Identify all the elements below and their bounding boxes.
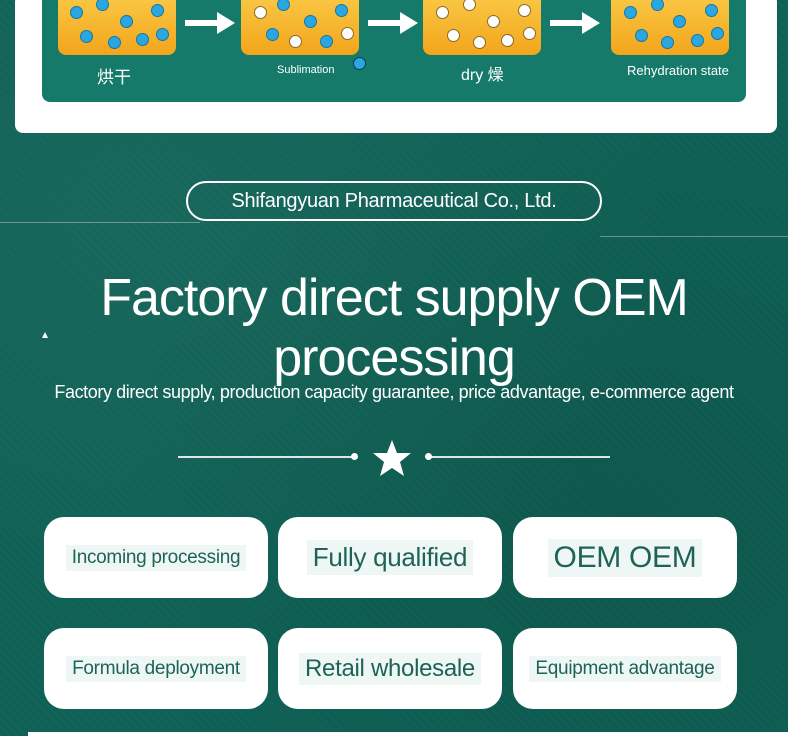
arrow-right-icon <box>185 12 235 34</box>
jar-icon <box>58 0 176 55</box>
page-title: Factory direct supply OEM processing <box>100 269 689 387</box>
process-stage-dry <box>423 0 541 55</box>
decorative-line <box>600 236 788 237</box>
feature-fully-qualified[interactable]: Fully qualified <box>278 517 502 598</box>
arrow-right-icon <box>368 12 418 34</box>
feature-equipment-advantage[interactable]: Equipment advantage <box>513 628 737 709</box>
process-stage-rehydration <box>611 0 729 55</box>
feature-label: Equipment advantage <box>529 655 721 682</box>
divider-dot <box>351 453 358 460</box>
feature-oem[interactable]: OEM OEM <box>513 517 737 598</box>
feature-incoming-processing[interactable]: Incoming processing <box>44 517 268 598</box>
decorative-mark <box>42 332 48 338</box>
divider-line-right <box>430 456 610 458</box>
feature-label: Incoming processing <box>65 544 247 571</box>
page-subtitle: Factory direct supply, production capaci… <box>54 382 734 402</box>
decorative-line <box>0 222 200 223</box>
arrow-right-icon <box>550 12 600 34</box>
bottom-edge <box>28 732 788 736</box>
star-icon <box>373 440 411 476</box>
jar-icon <box>241 0 359 55</box>
feature-retail-wholesale[interactable]: Retail wholesale <box>278 628 502 709</box>
stage-label-dry: dry 燥 <box>461 67 504 84</box>
feature-label: Fully qualified <box>306 540 474 575</box>
jar-icon <box>611 0 729 55</box>
feature-label: Formula deployment <box>66 655 246 682</box>
feature-label: OEM OEM <box>547 538 703 577</box>
stage-label-drying: 烘干 <box>97 68 131 87</box>
process-stage-sublimation <box>241 0 359 55</box>
process-stage-drying <box>58 0 176 55</box>
divider-line-left <box>178 456 354 458</box>
divider-dot <box>425 453 432 460</box>
stage-label-sublimation: Sublimation <box>277 64 335 76</box>
company-name: Shifangyuan Pharmaceutical Co., Ltd. <box>231 189 557 212</box>
feature-formula-deployment[interactable]: Formula deployment <box>44 628 268 709</box>
stage-label-rehydration: Rehydration state <box>627 63 729 78</box>
company-name-badge: Shifangyuan Pharmaceutical Co., Ltd. <box>186 181 602 221</box>
particle-dot <box>353 57 366 70</box>
feature-label: Retail wholesale <box>299 652 481 685</box>
jar-icon <box>423 0 541 55</box>
